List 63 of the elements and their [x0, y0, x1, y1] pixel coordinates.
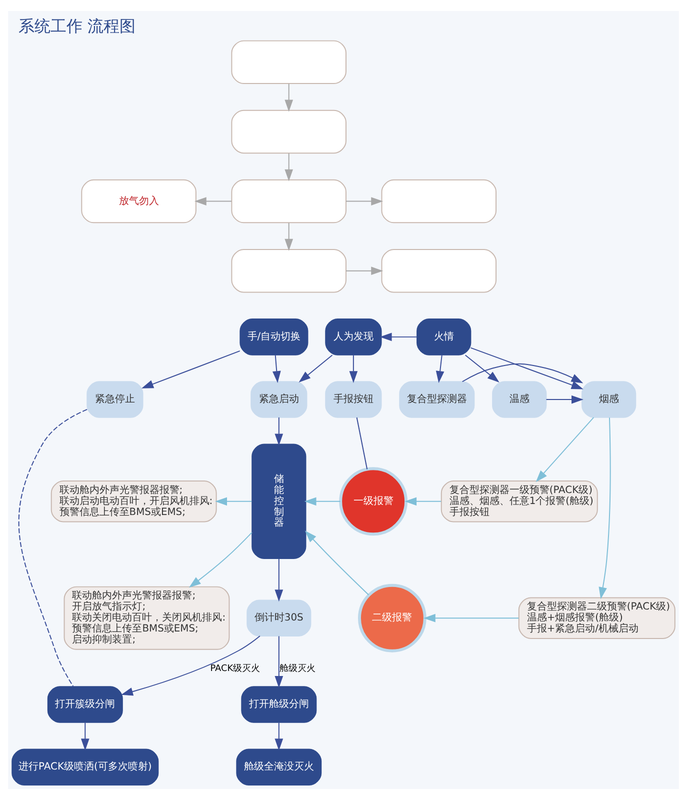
node-box [381, 179, 497, 224]
arrow [346, 197, 384, 206]
arrow [380, 332, 418, 342]
node-box: 复合型探测器二级预警(PACK级) 温感+烟感报警(舱级) 手报+紧急启动/机械启动 [518, 597, 676, 639]
node-box: 舱级全淹没灭火 [236, 748, 322, 786]
node-box: 温感 [492, 381, 547, 418]
arrow [120, 636, 260, 696]
arrow [536, 416, 594, 482]
node-box: 联动舱内外声光警报器报警; 开启放气指示灯; 联动关闭电动百叶，关闭风机排风: 预警信息上传至BMS或EMS; 启动抑制装置; [64, 586, 230, 650]
arrow [188, 532, 252, 588]
arrow [598, 417, 611, 600]
arrow [142, 350, 240, 388]
arrow [215, 497, 252, 506]
node-box: 打开簇级分闸 [47, 686, 123, 723]
arrow [272, 354, 281, 383]
node-box: 烟感 [582, 381, 636, 418]
arrow [436, 354, 444, 383]
node-box: 人为发现 [325, 318, 382, 356]
node-box: 复合型探测器一级预警(PACK级) 温感、烟感、任意1个报警(舱级) 手报按钮 [440, 480, 598, 522]
arrow [404, 497, 442, 506]
edge-label: PACK级灭火 [210, 664, 260, 674]
node-box: 火情 [416, 318, 472, 356]
node-box [231, 179, 346, 224]
node-box: 进行PACK级喷洒(可多次喷射) [12, 748, 159, 786]
node-box [231, 40, 346, 84]
node-box [231, 110, 346, 154]
arrow [284, 222, 294, 251]
connector [356, 416, 368, 470]
arrow [284, 83, 294, 112]
arrow [470, 347, 584, 390]
node-box: 放气勿入 [81, 179, 196, 224]
edge-label: 舱级灭火 [279, 664, 316, 674]
arrow [349, 354, 358, 383]
arrow [80, 722, 90, 751]
node-box: 打开舱级分闸 [241, 686, 317, 723]
arrow [546, 395, 584, 404]
arrow [194, 197, 232, 206]
node-box: 手报按钮 [325, 381, 382, 418]
arrow [304, 530, 370, 596]
node-box: 复合型探测器 [399, 381, 475, 418]
arrow [304, 497, 341, 506]
node-box: 储能控制器 [252, 444, 306, 560]
node-box: 紧急停止 [86, 381, 144, 418]
arrow [274, 558, 284, 602]
node-circle: 二级报警 [358, 584, 426, 652]
arrow [423, 614, 520, 622]
arrow [274, 416, 284, 446]
arrow [464, 354, 500, 382]
node-box: 紧急启动 [250, 381, 308, 418]
node-box [381, 249, 497, 293]
node-box: 手/自动切换 [240, 318, 308, 356]
arrow [274, 722, 284, 751]
diagram-title: 系统工作 流程图 [18, 16, 136, 36]
arrow [274, 636, 284, 688]
arrow [284, 152, 294, 182]
arrow [346, 266, 384, 276]
arrow [298, 354, 333, 382]
connector [18, 408, 88, 687]
node-circle: 一级报警 [339, 467, 408, 536]
node-box [231, 249, 346, 293]
node-box: 联动舱内外声光警报器报警; 联动启动电动百叶，开启风机排风: 预警信息上传至BMS或EMS; [50, 480, 217, 522]
node-box: 倒计时30S [246, 600, 312, 636]
arrow [462, 363, 584, 384]
